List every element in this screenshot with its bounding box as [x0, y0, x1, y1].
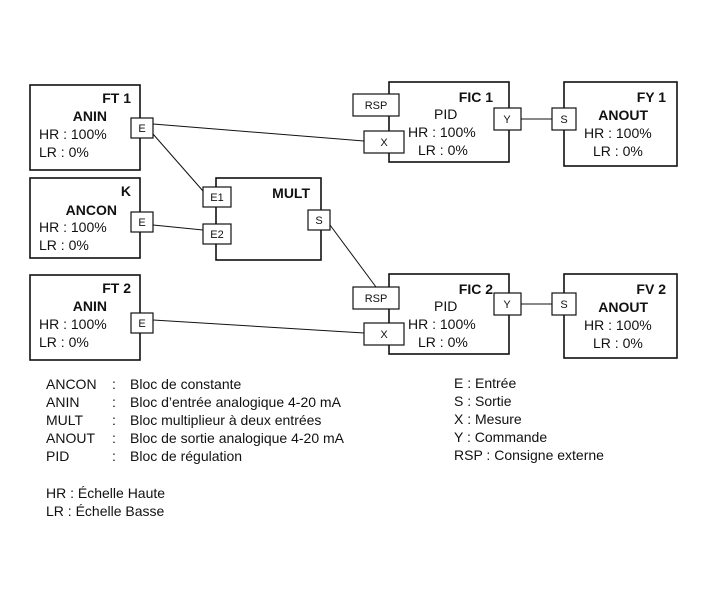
- svg-text:RSP: RSP: [365, 100, 388, 112]
- svg-text:X: X: [380, 137, 388, 149]
- block-fv2-lr: LR : 0%: [593, 335, 643, 351]
- block-ft1-hr: HR : 100%: [39, 126, 107, 142]
- block-ft2-hr: HR : 100%: [39, 316, 107, 332]
- block-fic2-lr: LR : 0%: [418, 334, 468, 350]
- legend-port-row: RSP : Consigne externe: [454, 447, 604, 463]
- block-ft2: FT 2 ANIN HR : 100% LR : 0% E: [29, 274, 154, 361]
- port-fic1-rsp: RSP: [352, 93, 400, 117]
- block-fy1-hr: HR : 100%: [584, 125, 652, 141]
- svg-text:S: S: [560, 299, 567, 311]
- block-mult-tag: MULT: [272, 185, 310, 201]
- port-fic1-x: X: [363, 130, 405, 154]
- block-fv2-type: ANOUT: [598, 299, 648, 315]
- svg-text:E2: E2: [210, 229, 223, 241]
- legend-ports: E : Entrée S : Sortie X : Mesure Y : Com…: [454, 374, 684, 466]
- block-ft1-tag: FT 1: [102, 90, 131, 106]
- block-fic1-type: PID: [434, 106, 457, 122]
- wire-k-mult-e2: [152, 224, 204, 231]
- block-fic1-tag: FIC 1: [459, 89, 493, 105]
- port-fic1-y: Y: [493, 107, 522, 131]
- wire-mult-fic2-rsp: [329, 224, 377, 288]
- block-fic1-lr: LR : 0%: [418, 142, 468, 158]
- svg-text:E: E: [138, 318, 145, 330]
- port-mult-e1: E1: [202, 186, 232, 208]
- port-fic2-rsp: RSP: [352, 286, 400, 310]
- block-fic1-hr: HR : 100%: [408, 124, 476, 140]
- legend-blocks: ANCON : Bloc de constante ANIN : Bloc d’…: [46, 376, 345, 464]
- block-ft2-lr: LR : 0%: [39, 334, 89, 350]
- legend-port-row: E : Entrée: [454, 375, 517, 391]
- block-fy1-lr: LR : 0%: [593, 143, 643, 159]
- block-fy1-tag: FY 1: [637, 89, 667, 105]
- svg-text:E: E: [138, 123, 145, 135]
- legend-port-row: Y : Commande: [454, 429, 548, 445]
- block-mult: MULT E1 E2 S: [202, 177, 331, 261]
- legend-scale-row: HR : Échelle Haute: [46, 485, 166, 501]
- port-fic2-x: X: [363, 322, 405, 346]
- block-k-hr: HR : 100%: [39, 219, 107, 235]
- port-fic2-y: Y: [493, 292, 522, 316]
- legend-scales: HR : Échelle Haute LR : Échelle Basse: [46, 484, 296, 522]
- block-fic1: FIC 1 PID HR : 100% LR : 0% RSP X Y: [352, 81, 522, 163]
- wire-ft1-mult-e1: [152, 133, 204, 192]
- block-fy1-type: ANOUT: [598, 107, 648, 123]
- legend-port-row: S : Sortie: [454, 393, 512, 409]
- block-fic2-hr: HR : 100%: [408, 316, 476, 332]
- port-k-e: E: [130, 211, 154, 233]
- block-fic2: FIC 2 PID HR : 100% LR : 0% RSP X Y: [352, 273, 522, 355]
- port-mult-s: S: [307, 209, 331, 231]
- block-fv2-hr: HR : 100%: [584, 317, 652, 333]
- block-ft1: FT 1 ANIN HR : 100% LR : 0% E: [29, 84, 154, 171]
- svg-text:E1: E1: [210, 192, 223, 204]
- svg-text:E: E: [138, 217, 145, 229]
- svg-text:X: X: [380, 329, 388, 341]
- legend-port-row: X : Mesure: [454, 411, 522, 427]
- svg-text:Y: Y: [503, 299, 511, 311]
- block-fv2-tag: FV 2: [636, 281, 666, 297]
- block-ft1-lr: LR : 0%: [39, 144, 89, 160]
- block-k-type: ANCON: [66, 202, 117, 218]
- port-fv2-s: S: [551, 292, 577, 316]
- port-ft1-e: E: [130, 117, 154, 139]
- svg-text:RSP: RSP: [365, 293, 388, 305]
- block-ft2-type: ANIN: [73, 298, 107, 314]
- svg-text:S: S: [560, 114, 567, 126]
- block-ft1-type: ANIN: [73, 108, 107, 124]
- block-ft2-tag: FT 2: [102, 280, 131, 296]
- block-k-tag: K: [121, 183, 131, 199]
- wires: [152, 118, 552, 334]
- block-fv2: FV 2 ANOUT HR : 100% LR : 0% S: [551, 273, 678, 359]
- svg-text:S: S: [315, 215, 322, 227]
- block-fic2-tag: FIC 2: [459, 281, 493, 297]
- block-fic2-type: PID: [434, 298, 457, 314]
- block-k: K ANCON HR : 100% LR : 0% E: [29, 177, 154, 259]
- legend-scale-row: LR : Échelle Basse: [46, 503, 165, 519]
- port-ft2-e: E: [130, 312, 154, 334]
- block-k-lr: LR : 0%: [39, 237, 89, 253]
- svg-text:Y: Y: [503, 114, 511, 126]
- port-mult-e2: E2: [202, 223, 232, 245]
- wire-ft1-fic1-x: [152, 123, 365, 142]
- block-fy1: FY 1 ANOUT HR : 100% LR : 0% S: [551, 81, 678, 167]
- port-fy1-s: S: [551, 107, 577, 131]
- wire-ft2-fic2-x: [152, 319, 365, 334]
